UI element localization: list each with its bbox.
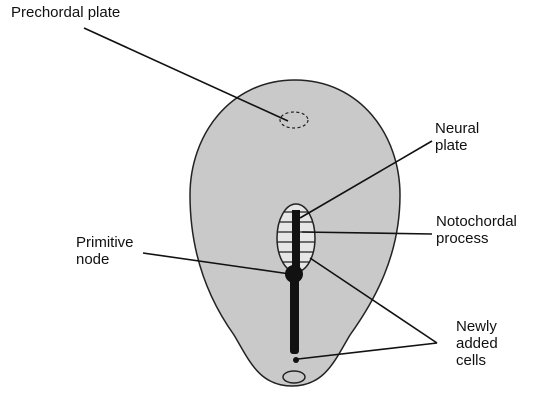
label-newly-added-cells: Newly added cells bbox=[456, 318, 498, 369]
label-primitive-node: Primitive node bbox=[76, 234, 134, 268]
label-newly-added-cells-line2: added bbox=[456, 335, 498, 352]
newly-added-cell bbox=[293, 357, 299, 363]
label-primitive-node-line1: Primitive bbox=[76, 234, 134, 251]
label-neural-plate: Neural plate bbox=[435, 120, 479, 154]
label-prechordal-plate: Prechordal plate bbox=[11, 4, 120, 21]
label-notochordal-process: Notochordal process bbox=[436, 213, 517, 247]
label-neural-plate-line2: plate bbox=[435, 137, 479, 154]
label-newly-added-cells-line3: cells bbox=[456, 352, 498, 369]
label-newly-added-cells-line1: Newly bbox=[456, 318, 498, 335]
label-notochordal-process-line2: process bbox=[436, 230, 517, 247]
notochordal-process-rod bbox=[292, 210, 300, 270]
label-neural-plate-line1: Neural bbox=[435, 120, 479, 137]
label-primitive-node-line2: node bbox=[76, 251, 134, 268]
primitive-streak bbox=[290, 276, 299, 354]
leader-prechordal-plate bbox=[84, 28, 288, 121]
label-notochordal-process-line1: Notochordal bbox=[436, 213, 517, 230]
